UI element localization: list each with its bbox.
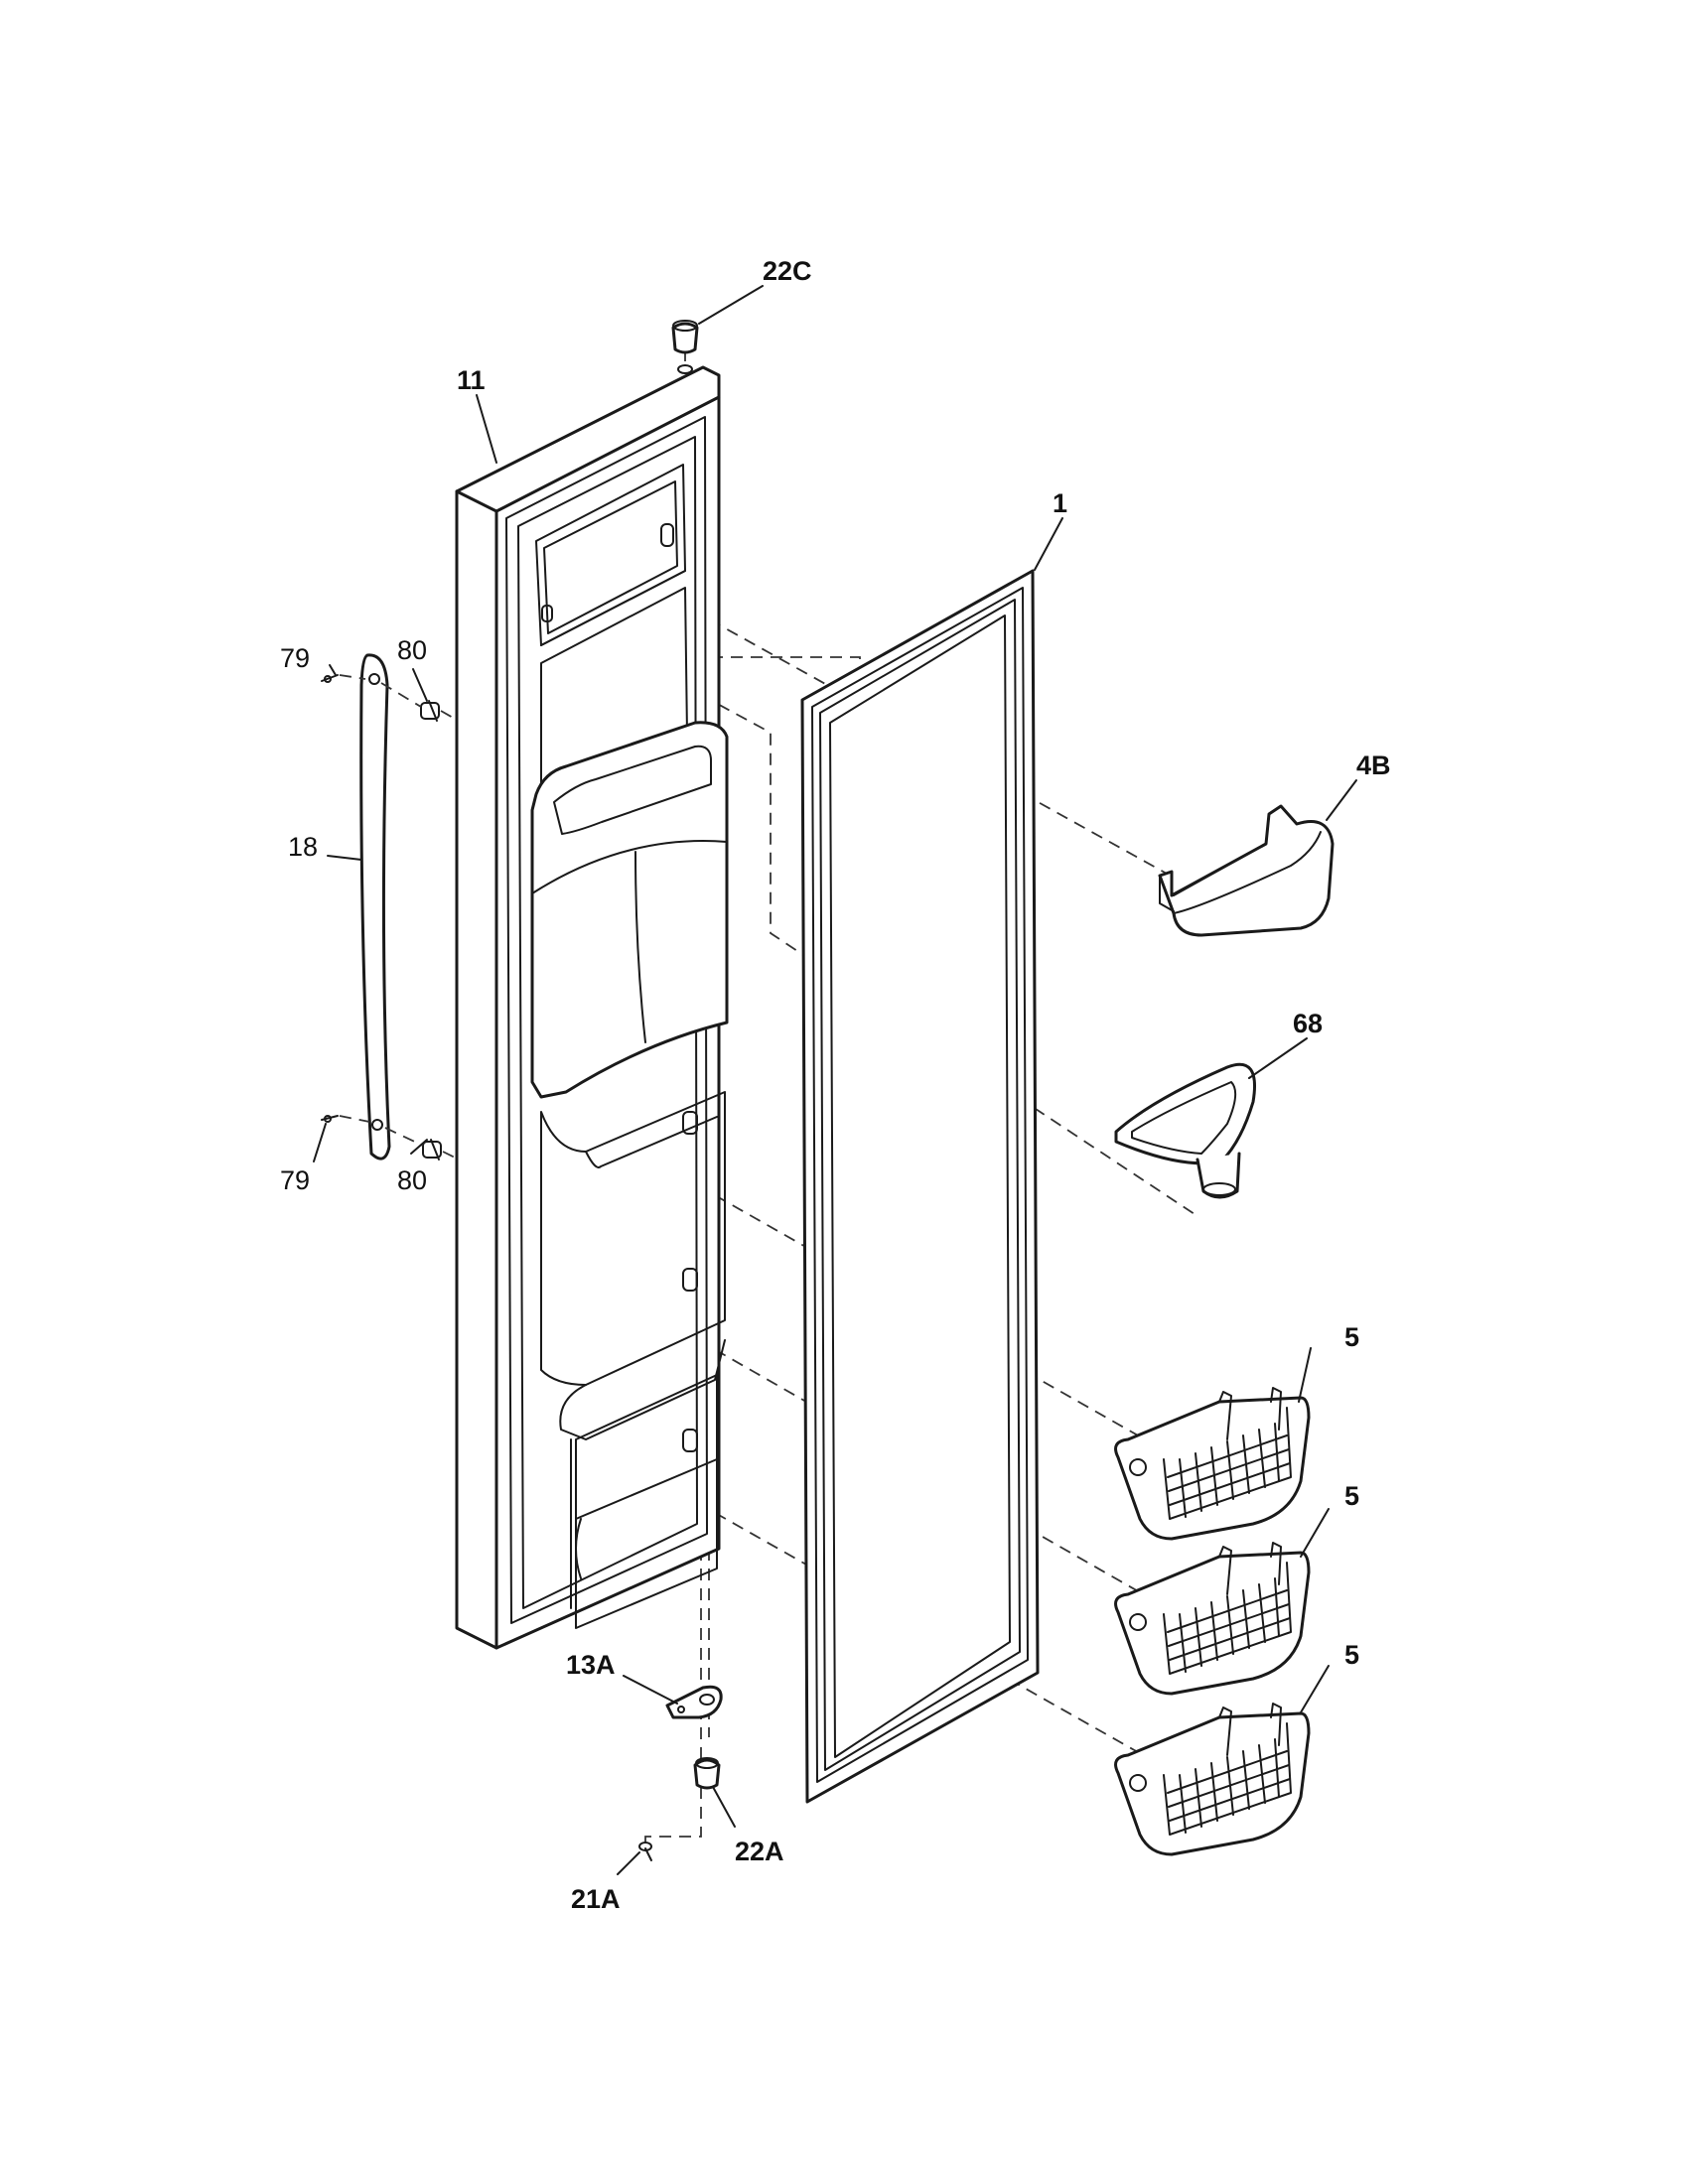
bushing-22c-icon	[671, 320, 699, 374]
screw-21a-icon	[638, 1842, 652, 1861]
callout-5-top: 5	[1344, 1322, 1359, 1352]
callout-4b: 4B	[1356, 751, 1391, 780]
door-bin-4b	[1158, 804, 1335, 937]
door-handle	[359, 653, 391, 1160]
callout-80-bottom: 80	[397, 1165, 427, 1195]
leader-lines	[313, 285, 1357, 1875]
basket-5-middle	[1114, 1542, 1311, 1696]
basket-5-bottom	[1114, 1703, 1311, 1856]
callout-80-top: 80	[397, 635, 427, 665]
callout-79-bottom: 79	[280, 1165, 310, 1195]
door-gasket	[800, 569, 1040, 1804]
callout-22a: 22A	[735, 1837, 784, 1866]
callout-1: 1	[1053, 488, 1067, 518]
callout-68: 68	[1293, 1009, 1323, 1038]
callout-21a: 21A	[571, 1884, 621, 1914]
hinge-13a-icon	[665, 1685, 723, 1719]
callout-11: 11	[457, 365, 486, 395]
callout-13a: 13A	[566, 1650, 616, 1680]
callout-79-top: 79	[280, 643, 310, 673]
callout-5-middle: 5	[1344, 1481, 1359, 1511]
ice-chute-68	[1114, 1062, 1256, 1199]
door-assembly	[455, 365, 729, 1650]
handle-fasteners	[321, 674, 456, 1160]
basket-5-top	[1114, 1387, 1311, 1541]
callout-labels: 22C 11 1 79 80 18 79 80 4B 68 5 5 5 13A …	[280, 256, 1391, 1914]
bushing-22a-icon	[693, 1757, 721, 1790]
callout-18: 18	[288, 832, 318, 862]
callout-5-bottom: 5	[1344, 1640, 1359, 1670]
callout-22c: 22C	[763, 256, 812, 286]
